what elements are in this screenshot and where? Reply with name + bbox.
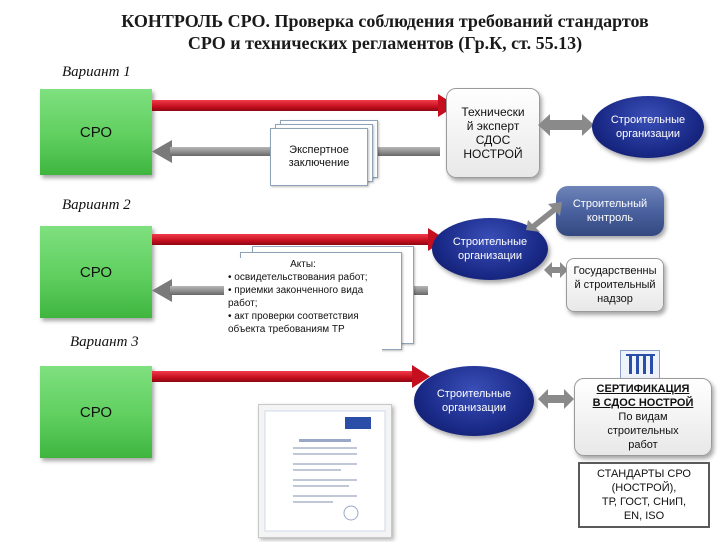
sro-box-2: СРО [40,226,152,318]
cert-line-5: работ [628,439,658,451]
sro-label-3: СРО [79,403,113,421]
cert-line-4: строительных [607,425,679,437]
sro-box-3: СРО [40,366,152,458]
expert-line-2: й эксперт [466,119,520,133]
sro-label-1: СРО [79,123,113,141]
acts-doc: Акты: • освидетельствования работ; • при… [224,258,382,370]
double-arrow-gos [544,262,568,278]
double-arrow-control [526,202,562,232]
page-title: КОНТРОЛЬ СРО. Проверка соблюдения требов… [60,10,710,54]
construction-orgs-1: Строительные организации [592,96,704,158]
expert-line-4: НОСТРОЙ [463,147,523,161]
standards-box: СТАНДАРТЫ СРО (НОСТРОЙ), ТР, ГОСТ, СНиП,… [578,462,710,528]
title-line-2: СРО и технических регламентов (Гр.К, ст.… [187,33,583,53]
cert-line-2: В СДОС НОСТРОЙ [592,397,694,409]
cert-line-3: По видам [618,411,668,423]
double-arrow-cert [538,389,574,409]
cert-line-1: СЕРТИФИКАЦИЯ [596,383,690,395]
sro-label-2: СРО [79,263,113,281]
variant-3-label: Вариант 3 [70,334,139,350]
gray-arrow-1-head [152,140,172,163]
state-supervision-box: Государственны й строительный надзор [566,258,664,312]
standards-line-2: (НОСТРОЙ), [611,482,677,494]
standards-line-1: СТАНДАРТЫ СРО [597,468,691,480]
red-arrow-3 [152,371,414,382]
red-arrow-2 [152,234,430,245]
acts-title: Акты: [290,259,316,270]
expert-conclusion-text: Экспертное заключение [288,144,350,169]
acts-item-3: • акт проверки соответствия объекта треб… [228,311,359,335]
nostroy-logo [620,350,660,380]
red-arrow-3-head [412,365,430,388]
expert-line-3: СДОС [475,133,511,147]
acts-item-2: • приемки законченного вида работ; [228,285,364,309]
standards-line-3: ТР, ГОСТ, СНиП, [601,496,687,508]
sro-box-1: СРО [40,89,152,175]
certificate-image [258,404,392,538]
title-line-1: КОНТРОЛЬ СРО. Проверка соблюдения требов… [121,11,649,31]
acts-item-1: • освидетельствования работ; [228,272,368,283]
expert-line-1: Технически [461,105,525,119]
variant-1-label: Вариант 1 [62,64,131,80]
certificate-icon [264,410,386,532]
columns-icon [626,354,655,374]
technical-expert-box: Технически й эксперт СДОС НОСТРОЙ [446,88,540,178]
expert-conclusion-doc: Экспертное заключение [270,128,368,186]
gray-arrow-2-head [152,279,172,302]
standards-line-4: EN, ISO [623,510,665,522]
double-arrow-1 [538,114,594,136]
variant-2-label: Вариант 2 [62,197,131,213]
construction-control-box: Строительный контроль [556,186,664,236]
construction-orgs-3: Строительные организации [414,366,534,436]
certification-box: СЕРТИФИКАЦИЯ В СДОС НОСТРОЙ По видам стр… [574,378,712,456]
red-arrow-1 [152,100,440,111]
